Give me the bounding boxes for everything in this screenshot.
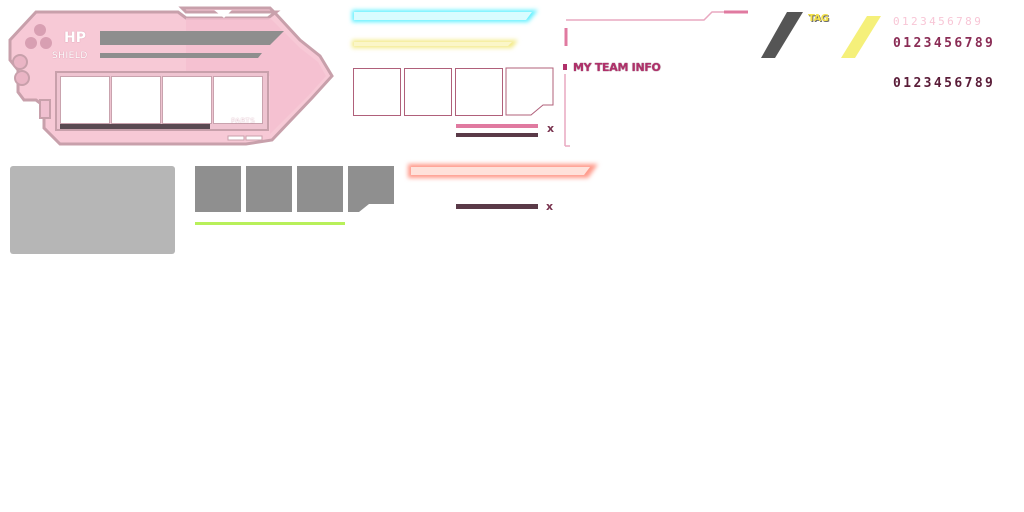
close-x-1[interactable]: x [547, 122, 555, 135]
hud-slot-2[interactable] [111, 76, 161, 124]
neon-bars [352, 10, 598, 178]
gray-slot-3[interactable] [297, 166, 343, 212]
gray-slot-4[interactable] [347, 166, 395, 214]
gray-slot-2[interactable] [246, 166, 292, 212]
digits-light: 0123456789 [893, 15, 984, 28]
tag-label: TAG [808, 13, 829, 24]
hud-slot-1[interactable] [60, 76, 110, 124]
hud-dot-icon [34, 24, 46, 36]
dark-bar [456, 133, 538, 137]
gray-slot-1[interactable] [195, 166, 241, 212]
digits-medium: 0123456789 [893, 36, 996, 51]
outlined-slot-1[interactable] [353, 68, 401, 116]
pink-bar [456, 124, 538, 128]
hp-label: HP [64, 30, 86, 46]
close-x-2[interactable]: x [546, 200, 554, 213]
hud-slot-3[interactable] [162, 76, 212, 124]
tag-stripes [761, 12, 881, 58]
gray-box [10, 166, 175, 254]
digits-dark: 0123456789 [893, 76, 996, 91]
outlined-slot-4[interactable] [505, 67, 555, 117]
outlined-slot-2[interactable] [404, 68, 452, 116]
team-info-title: MY TEAM INFO [573, 61, 661, 74]
shield-label: SHIELD [52, 51, 88, 61]
hud-slot-4[interactable] [213, 76, 263, 124]
hud-panel: HP SHIELD PARTS [0, 0, 340, 150]
dark-bar-2 [456, 204, 538, 209]
outlined-slot-3[interactable] [455, 68, 503, 116]
green-line [195, 222, 345, 225]
parts-label: PARTS [231, 117, 256, 125]
team-info-frame [563, 10, 748, 147]
